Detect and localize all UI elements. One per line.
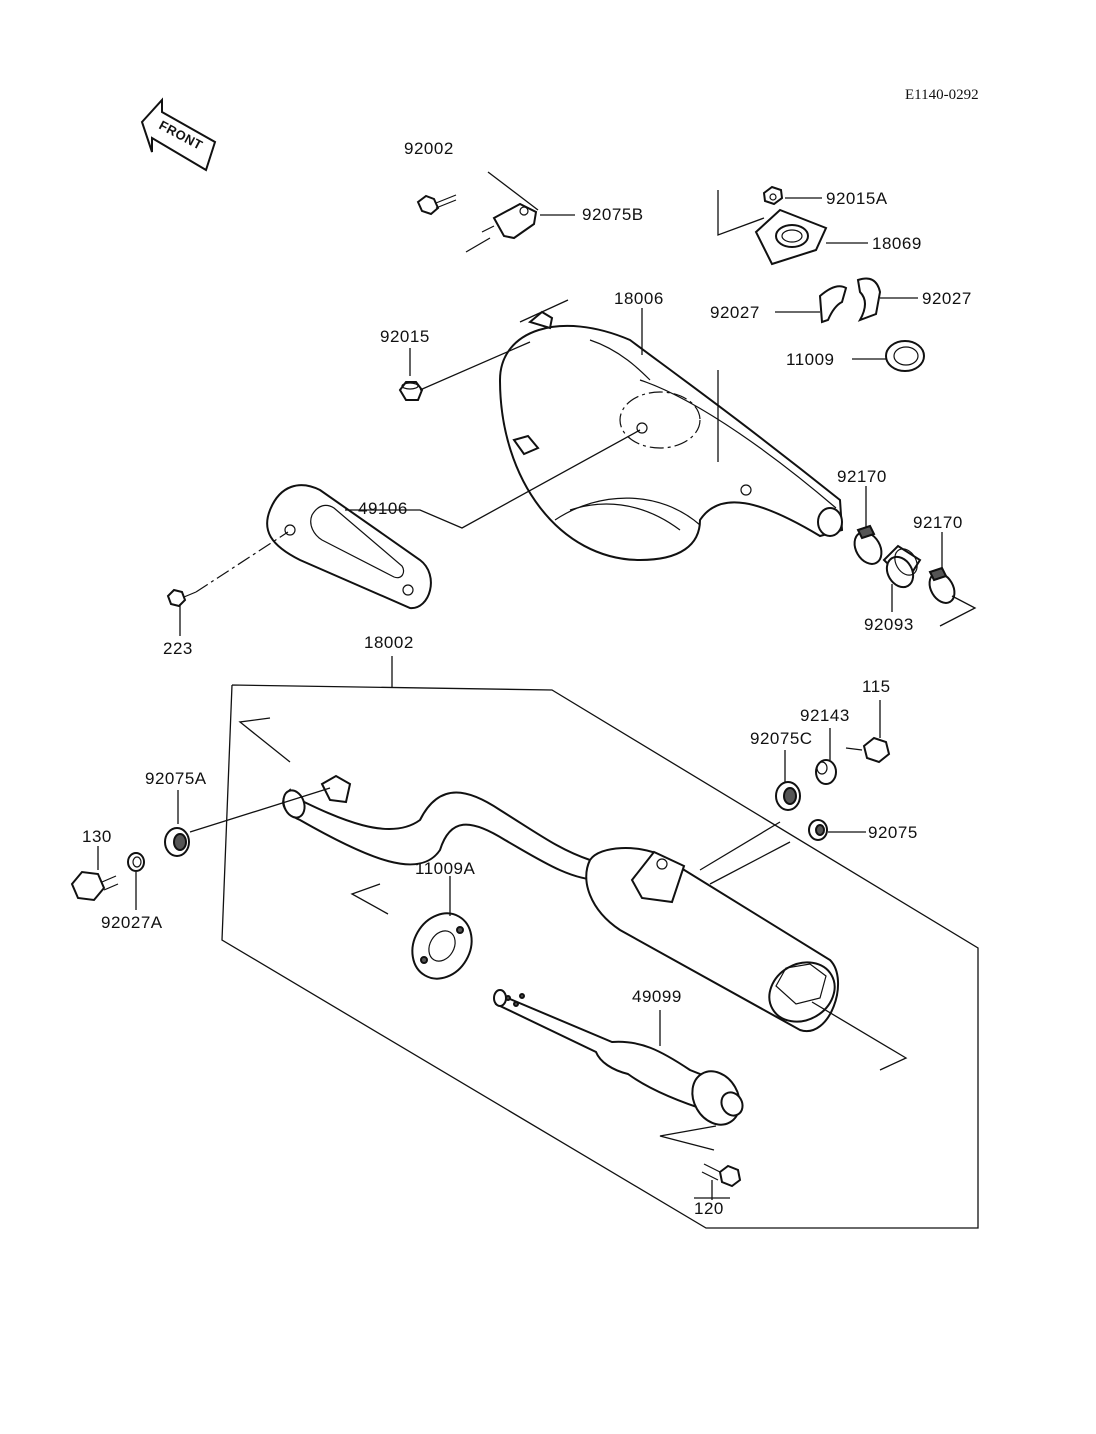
bolt-115: [845, 736, 891, 764]
bracket-92075b: [481, 202, 538, 240]
label-11009a: 11009A: [415, 859, 476, 878]
label-130: 130: [82, 827, 112, 846]
nut-92015: [398, 381, 424, 401]
collar-92027a: [127, 852, 145, 872]
muffler-pipe-18002: [282, 774, 839, 1033]
label-92143: 92143: [800, 706, 850, 725]
flange-18069: [754, 208, 828, 266]
diagram-code: E1140-0292: [905, 87, 979, 103]
gasket-11009a: [411, 912, 473, 980]
label-92170-right: 92170: [913, 513, 963, 532]
grommet-92075a: [164, 827, 190, 857]
label-115: 115: [862, 677, 891, 696]
label-18002: 18002: [364, 633, 414, 652]
heat-guard-49106: [266, 484, 432, 610]
label-92027a: 92027A: [101, 913, 163, 932]
spark-arrester-49099: [493, 989, 744, 1126]
collar-92027-left: [818, 285, 848, 324]
label-92002: 92002: [404, 139, 454, 158]
gasket-11009: [885, 340, 925, 372]
bolt-223: [166, 588, 197, 608]
collar-92027-right: [856, 277, 882, 322]
label-92015a: 92015A: [826, 189, 888, 208]
label-92170-left: 92170: [837, 467, 887, 486]
grommet-92075c: [775, 781, 801, 811]
grommet-92075: [808, 819, 828, 841]
label-18069: 18069: [872, 234, 922, 253]
clamp-92170-right: [928, 566, 956, 604]
screw-120: [701, 1163, 742, 1188]
label-92027-right: 92027: [922, 289, 972, 308]
label-18006: 18006: [614, 289, 664, 308]
expansion-chamber-18006: [498, 310, 844, 562]
label-92093: 92093: [864, 615, 914, 634]
label-92075c: 92075C: [750, 729, 813, 748]
joint-92093: [882, 544, 922, 589]
label-92075a: 92075A: [145, 769, 207, 788]
label-92027-left: 92027: [710, 303, 760, 322]
label-11009: 11009: [786, 350, 835, 369]
label-223: 223: [163, 639, 193, 658]
label-120: 120: [694, 1199, 724, 1218]
label-49099: 49099: [632, 987, 682, 1006]
front-arrow-icon: FRONT: [140, 97, 217, 172]
collar-92143: [815, 759, 837, 785]
nut-92015a: [762, 185, 784, 206]
bolt-92002: [416, 194, 457, 216]
bolt-130: [70, 870, 119, 902]
label-92075: 92075: [868, 823, 918, 842]
label-49106: 49106: [358, 499, 408, 518]
clamp-92170-left: [853, 524, 883, 565]
label-92015: 92015: [380, 327, 430, 346]
label-92075b: 92075B: [582, 205, 644, 224]
